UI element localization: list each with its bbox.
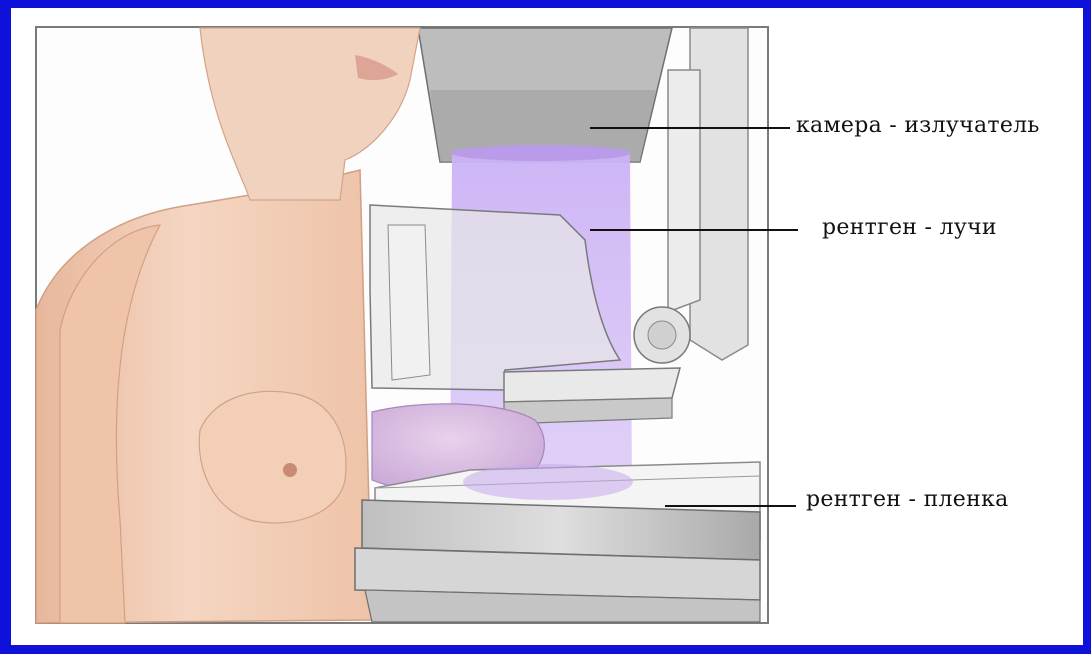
label-camera-emitter: камера - излучатель <box>796 113 1040 138</box>
slide-frame-left <box>0 0 11 654</box>
slide-frame-top <box>0 0 1091 8</box>
label-xray-beams: рентген - лучи <box>822 215 997 240</box>
slide-frame-right <box>1083 0 1091 654</box>
label-xray-film: рентген - пленка <box>806 487 1009 512</box>
slide-frame-bottom <box>0 645 1091 654</box>
